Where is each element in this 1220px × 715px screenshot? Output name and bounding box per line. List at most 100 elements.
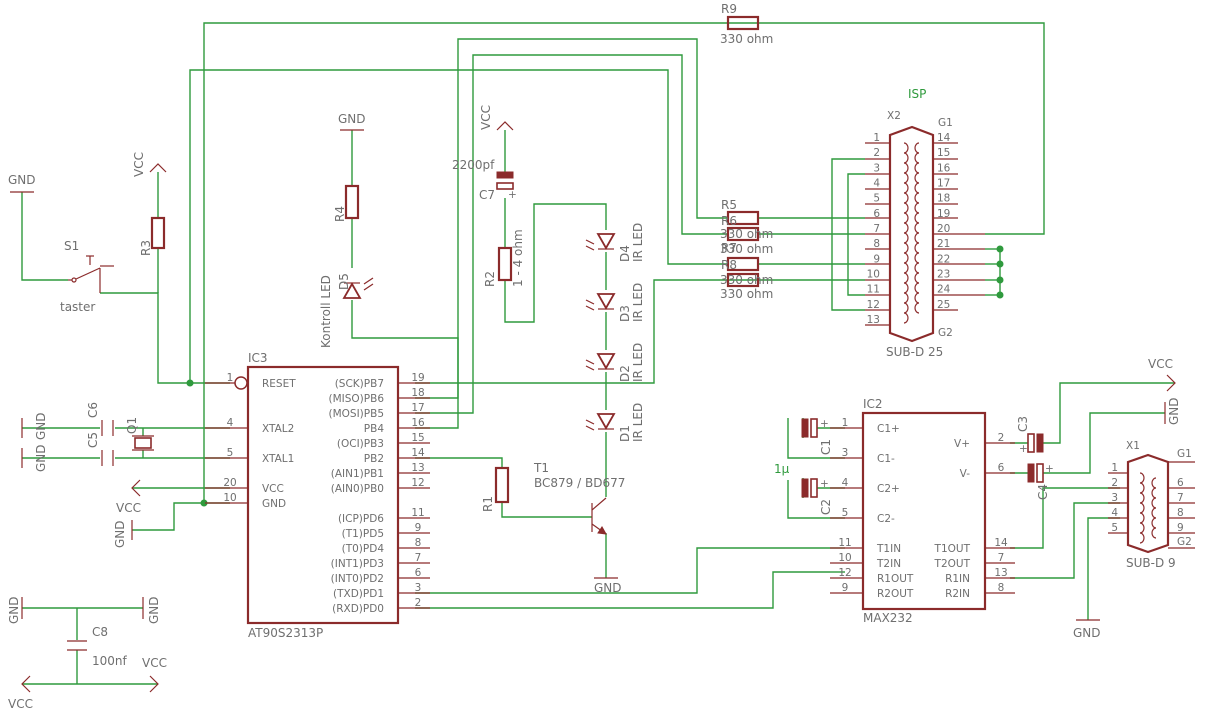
x2-pin-number: 18 <box>937 193 950 205</box>
labels: GND GND GND GND VCC VCC VCC GND VCC GND … <box>7 2 1192 711</box>
x2-pin-number: 3 <box>873 162 880 174</box>
ic2-pin-name: V- <box>960 468 971 480</box>
x2-pin-number: 22 <box>937 253 950 265</box>
x2-pin-number: 11 <box>867 284 880 296</box>
ic3-pin-number: 17 <box>411 402 424 414</box>
ic3-pin-name: XTAL1 <box>262 453 294 465</box>
t1-value: BC879 / BD677 <box>534 476 625 490</box>
ic2-pin-name: R1OUT <box>877 573 914 585</box>
x1-pin-number: 7 <box>1177 492 1184 504</box>
ic3-pin-name: (T1)PD5 <box>342 528 384 540</box>
x1-pin-number: 5 <box>1111 522 1118 534</box>
ic3-pin-number: 8 <box>415 537 422 549</box>
d2-value: IR LED <box>631 343 645 382</box>
ic3-value: AT90S2313P <box>248 626 323 640</box>
x1-value: SUB-D 9 <box>1126 556 1176 570</box>
gnd-label-r4: GND <box>338 112 366 126</box>
gnd-label-switch: GND <box>8 173 36 187</box>
x2-pin-number: 8 <box>873 238 880 250</box>
ic3-pin-number: 10 <box>223 492 236 504</box>
x2-shell-top: G1 <box>938 117 953 129</box>
symbols: + + + + + <box>10 15 1195 693</box>
c4-ref: C4 <box>1036 484 1050 500</box>
x2-pin-number: 25 <box>937 299 950 311</box>
ic3-pin-number: 14 <box>411 447 425 459</box>
x2-pin-number: 19 <box>937 208 950 220</box>
x2-pin-number: 14 <box>937 132 951 144</box>
x2-pin-number: 5 <box>873 193 880 205</box>
vcc-label-ic3: VCC <box>116 501 141 515</box>
ic2-pin-number: 1 <box>842 417 849 429</box>
x1-pin-number: 3 <box>1111 492 1118 504</box>
ic2-pin-name: C2+ <box>877 483 900 495</box>
ic2-pin-name: R2IN <box>945 588 970 600</box>
ic2-pin-name: T1IN <box>876 543 901 555</box>
ic2-pin-number: 14 <box>994 537 1008 549</box>
ic2-pin-name: C1- <box>877 453 895 465</box>
x2-pin-number: 2 <box>873 147 880 159</box>
x1-pin-number: 6 <box>1177 477 1184 489</box>
ic2-pin-number: 7 <box>998 552 1005 564</box>
s1-value: taster <box>60 300 95 314</box>
x2-pin-number: 12 <box>867 299 880 311</box>
ic3-pin-number: 2 <box>415 597 422 609</box>
ic3-pin-number: 19 <box>411 372 424 384</box>
x2-pin-number: 24 <box>937 284 951 296</box>
x2-pin-number: 16 <box>937 162 951 174</box>
ic2-pin-number: 8 <box>998 582 1005 594</box>
x1-pin-number: 2 <box>1111 477 1118 489</box>
x2-pin-number: 1 <box>873 132 880 144</box>
ic2-pin-number: 10 <box>838 552 851 564</box>
gnd-label-c4: GND <box>1167 397 1181 425</box>
ic3-pin-name: (T0)PD4 <box>342 543 385 555</box>
ic3-pin-name: (SCK)PB7 <box>335 378 384 390</box>
c3-ref: C3 <box>1016 416 1030 432</box>
ic3-pin-number: 13 <box>411 462 424 474</box>
x2-pin-number: 7 <box>873 223 880 235</box>
r4-ref: R4 <box>333 206 347 222</box>
ic3-pin-number: 15 <box>411 432 424 444</box>
ic2-pin-name: T2IN <box>876 558 901 570</box>
gnd-label-c6: GND <box>34 412 48 440</box>
r8b-value: 330 ohm <box>720 287 773 301</box>
ic3-pin-name: RESET <box>262 378 296 390</box>
s1-ref: S1 <box>64 239 79 253</box>
ic3-pin-name: (OCI)PB3 <box>337 438 384 450</box>
gnd-label-c5: GND <box>34 444 48 472</box>
x2-value: SUB-D 25 <box>886 345 943 359</box>
r6-value: 330 ohm <box>720 227 773 241</box>
ic3-pin-name: (INT0)PD2 <box>331 573 384 585</box>
x2-pin-number: 20 <box>937 223 950 235</box>
svg-text:+: + <box>1019 443 1028 455</box>
r2-value: 1 - 4 ohm <box>511 229 525 287</box>
svg-text:+: + <box>508 189 517 201</box>
x2-pin-number: 21 <box>937 238 950 250</box>
c2-value: 1µ <box>774 462 790 476</box>
ic2-pin-name: T1OUT <box>934 543 971 555</box>
ic2-pin-number: 3 <box>842 447 849 459</box>
ic3-pin-name: (AIN1)PB1 <box>331 468 384 480</box>
ic3-pin-number: 18 <box>411 387 424 399</box>
svg-text:+: + <box>1045 463 1054 475</box>
ic3-pin-name: PB4 <box>364 423 385 435</box>
ic3-pin-number: 6 <box>415 567 422 579</box>
d3-ref: D3 <box>618 305 632 322</box>
r8-value: 330 ohm <box>720 273 773 287</box>
ic3-pin-name: (INT1)PD3 <box>331 558 384 570</box>
ic3-pin-number: 20 <box>223 477 236 489</box>
svg-text:+: + <box>820 478 829 490</box>
x2-pin-number: 23 <box>937 269 950 281</box>
d4-ref: D4 <box>618 245 632 262</box>
t1-ref: T1 <box>533 461 549 475</box>
d5-value: Kontroll LED <box>319 275 333 348</box>
x1-shell-top: G1 <box>1177 448 1192 460</box>
ic3-pin-name: VCC <box>262 483 284 495</box>
x2-pin-number: 9 <box>873 253 880 265</box>
x1-pin-number: 1 <box>1111 462 1118 474</box>
ic3-ref: IC3 <box>248 351 268 365</box>
ic3-pin-number: 16 <box>411 417 425 429</box>
ic3-pin-number: 3 <box>415 582 422 594</box>
ic3-pin-name: (ICP)PD6 <box>338 513 384 525</box>
x1-shell-bottom: G2 <box>1177 536 1192 548</box>
